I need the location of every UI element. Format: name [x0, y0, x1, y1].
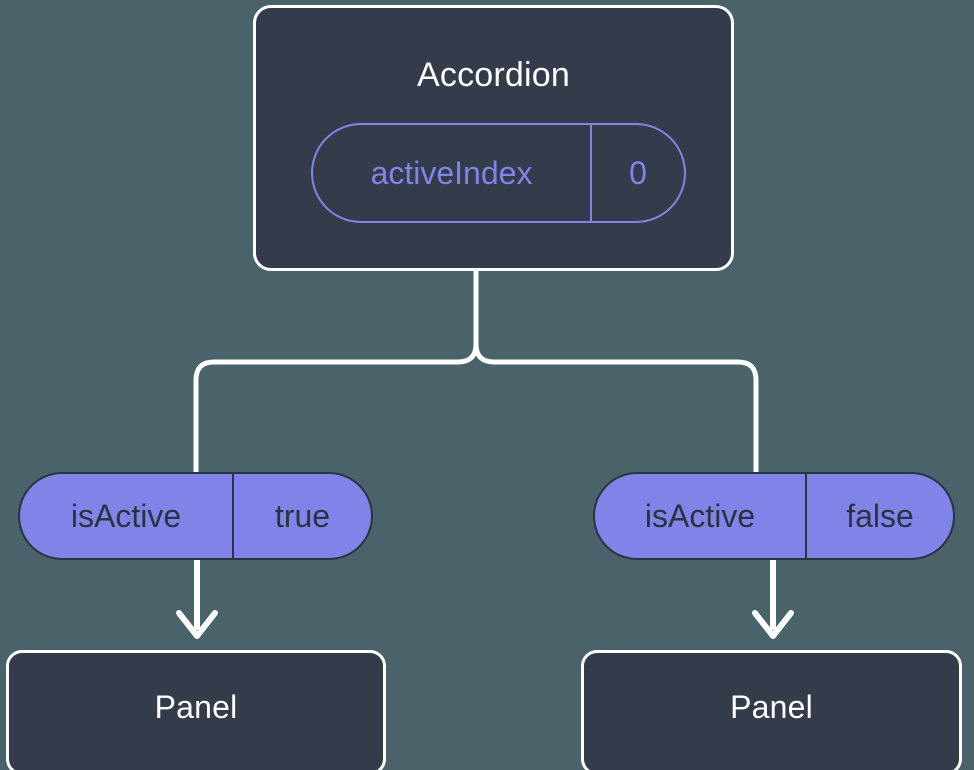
connector-root-split: [193, 268, 479, 475]
prop-pill-isactive-false-value: false: [846, 497, 914, 534]
node-panel-left[interactable]: Panel: [6, 650, 386, 770]
prop-pill-isactive-false[interactable]: isActive false: [593, 472, 955, 560]
arrow-left-head-icon: [176, 610, 218, 639]
prop-pill-isactive-false-key: isActive: [595, 474, 807, 558]
node-accordion-label: Accordion: [417, 56, 570, 94]
state-pill-activeindex-value: 0: [629, 154, 647, 191]
arrow-right-head-icon: [752, 610, 794, 639]
node-accordion[interactable]: Accordion activeIndex 0: [253, 5, 734, 271]
state-pill-activeindex-key: activeIndex: [313, 125, 592, 221]
node-panel-right[interactable]: Panel: [581, 650, 962, 770]
node-panel-right-label: Panel: [730, 689, 813, 725]
state-pill-activeindex[interactable]: activeIndex 0: [311, 123, 686, 223]
prop-pill-isactive-true-key: isActive: [20, 474, 234, 558]
connector-root-split-right: [473, 268, 759, 475]
prop-pill-isactive-true[interactable]: isActive true: [18, 472, 373, 560]
node-panel-left-label: Panel: [154, 689, 238, 725]
prop-pill-isactive-true-value: true: [274, 497, 331, 534]
